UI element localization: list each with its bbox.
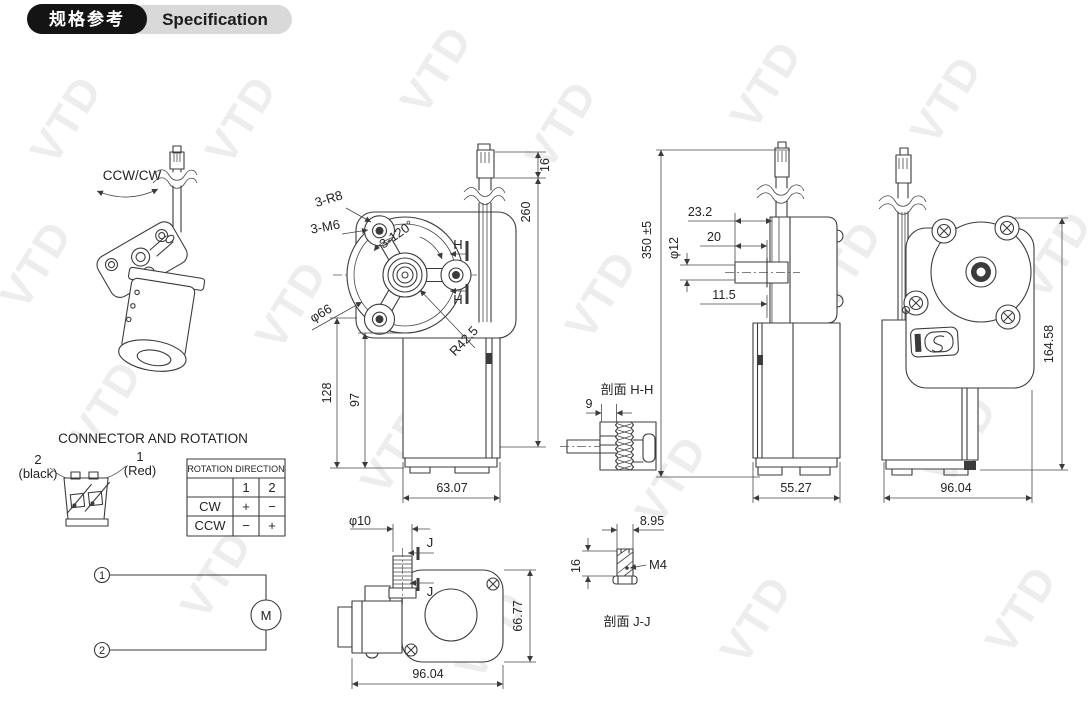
section-jj-title: 剖面 J-J <box>604 614 651 629</box>
circuit-terminal-1: 1 <box>99 570 105 582</box>
circuit-terminal-2: 2 <box>99 645 105 657</box>
connector-drawing <box>63 471 110 527</box>
screw-icon <box>901 220 1016 325</box>
dim-bottom-height: 66.77 <box>511 600 525 631</box>
table-col-1: 1 <box>242 480 249 495</box>
bolt-circle-label: φ66 <box>307 301 334 325</box>
section-hh-title: 剖面 H-H <box>601 382 654 397</box>
pin2-color: (black) <box>18 466 57 481</box>
table-row-ccw: CCW <box>194 518 226 533</box>
dim-rear-height: 164.58 <box>1042 325 1056 363</box>
thread-label: M4 <box>649 557 667 572</box>
dim-front-width: 63.07 <box>436 481 467 495</box>
dim-bottom-shaft-dia: φ10 <box>349 514 371 528</box>
dim-total-length: 350 ±5 <box>640 221 654 259</box>
rotation-arrow <box>96 188 159 198</box>
dim-cable-offset: 11.5 <box>712 288 735 302</box>
circuit-diagram: 1 2 M <box>93 566 282 659</box>
lug-radius-label: 3-R8 <box>313 187 344 210</box>
section-h-mark-top: H <box>453 237 462 252</box>
table-row-cw: CW <box>199 499 221 514</box>
section-view-hh: 剖面 H-H 9 <box>560 382 657 471</box>
table-header: ROTATION DIRECTION <box>187 464 284 474</box>
rotation-direction-label: CCW/CW <box>103 168 162 183</box>
motor-symbol: M <box>261 608 272 623</box>
bottom-view: φ10 J J 66.77 96.04 <box>337 514 536 689</box>
isometric-view: CCW/CW <box>96 145 206 372</box>
section-j-mark-top: J <box>427 535 434 550</box>
dim-height-body: 97 <box>348 393 362 407</box>
pin1-color: (Red) <box>124 463 157 478</box>
header-pill-en <box>128 5 292 34</box>
table-ccw-pin1: − <box>242 518 250 533</box>
page-title-cn: 规格参考 <box>49 9 125 29</box>
table-cw-pin1: + <box>242 499 250 514</box>
dim-shaft-diameter: φ12 <box>667 237 681 259</box>
dim-rear-width: 96.04 <box>940 481 971 495</box>
side-view: 350 ±5 23.2 20 φ12 11.5 55.27 <box>640 141 844 503</box>
dim-depth: 55.27 <box>780 481 811 495</box>
table-col-2: 2 <box>268 480 275 495</box>
page-title-en: Specification <box>162 10 268 29</box>
dim-shaft-to-cable: 23.2 <box>688 205 712 219</box>
dim-bearing-width: 9 <box>586 397 593 411</box>
front-view: 3-120° 3-R8 3-M6 φ66 R42.5 H H 16 260 <box>307 143 552 503</box>
dim-connector-length: 16 <box>538 158 552 172</box>
dim-jj-height: 16 <box>569 559 583 573</box>
pin1-number: 1 <box>136 449 143 464</box>
section-j-mark-mid: J <box>427 584 434 599</box>
header-pill-cn <box>27 4 147 34</box>
connector-section-title: CONNECTOR AND ROTATION <box>58 431 248 446</box>
page-header: 规格参考 Specification <box>27 4 292 34</box>
table-ccw-pin2: + <box>268 518 276 533</box>
dim-bottom-width: 96.04 <box>412 667 443 681</box>
lug-thread-label: 3-M6 <box>309 217 341 237</box>
connector-rotation-section: CONNECTOR AND ROTATION 2 (black) 1 (Red) <box>18 431 286 537</box>
section-h-mark-bottom: H <box>453 292 462 307</box>
table-cw-pin2: − <box>268 499 276 514</box>
dim-shaft-length: 20 <box>707 230 721 244</box>
rear-view: 164.58 96.04 <box>878 147 1068 503</box>
screw-icon <box>404 577 500 657</box>
brand-logo <box>910 326 959 358</box>
dim-cable-length: 260 <box>519 202 533 223</box>
rotation-table: ROTATION DIRECTION 1 2 CW + − CCW − + <box>186 458 286 537</box>
section-view-jj: 8.95 16 M4 剖面 J-J <box>569 514 667 629</box>
dim-jj-width: 8.95 <box>640 514 664 528</box>
dim-height-overall: 128 <box>320 383 334 404</box>
pin2-number: 2 <box>34 452 41 467</box>
